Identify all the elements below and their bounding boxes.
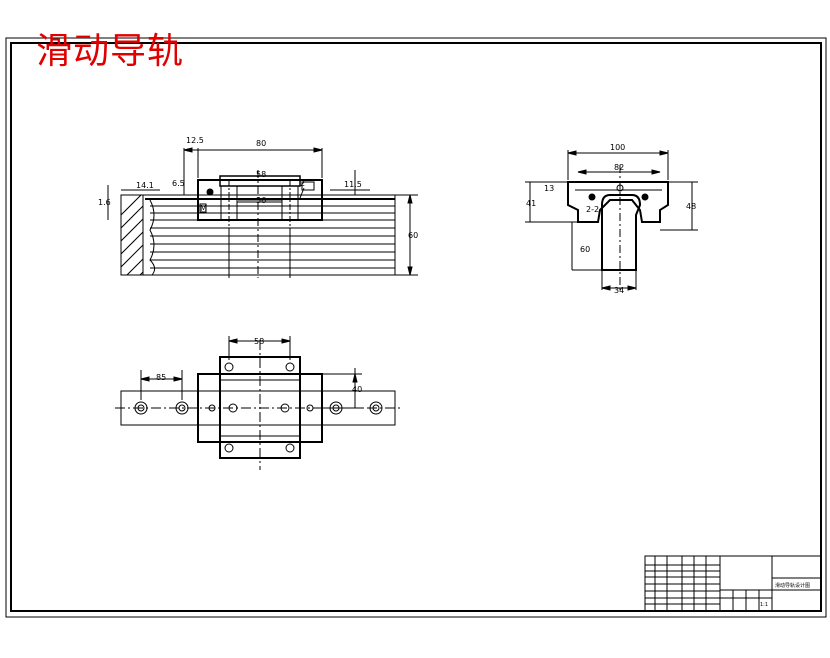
dim-inner: 58 xyxy=(256,170,266,179)
inner-border xyxy=(10,42,822,612)
side-dimension-labels: 100 82 13 41 48 60 34 2-2 xyxy=(526,143,696,295)
drawing-title: 滑动导轨 xyxy=(36,31,185,72)
title-block xyxy=(644,555,822,612)
dim-pitch: 85 xyxy=(156,373,166,382)
front-hatch xyxy=(120,194,156,276)
front-dimension-labels: 12.5 80 58 36 14.1 6.5 2 11.5 1.6 60 M xyxy=(98,136,418,240)
dim-right-small: 2 xyxy=(300,179,305,188)
dim-left-small: 6.5 xyxy=(172,179,185,188)
dim-width: 100 xyxy=(610,143,625,152)
outer-border xyxy=(5,37,827,618)
dim-length: 80 xyxy=(256,139,266,148)
dim-top-height: 13 xyxy=(544,184,554,193)
side-carriage xyxy=(567,181,669,223)
dim-block: 58 xyxy=(254,337,264,346)
scale: 1:1 xyxy=(760,602,768,608)
front-carriage xyxy=(197,179,323,221)
title-block-text: 滑动导轨设计图 1:1 xyxy=(760,582,810,608)
dim-inner-width: 82 xyxy=(614,163,624,172)
dim-top-offset: 12.5 xyxy=(186,136,204,145)
side-rail xyxy=(601,194,642,271)
dim-left-step: 14.1 xyxy=(136,181,154,190)
dim-rail-height: 60 xyxy=(580,245,590,254)
dim-offset: 40 xyxy=(352,385,362,394)
top-view xyxy=(115,336,400,470)
dim-height: 60 xyxy=(408,231,418,240)
top-carriage-holes xyxy=(208,362,314,453)
label-m: M xyxy=(200,204,207,213)
drawing-name: 滑动导轨设计图 xyxy=(775,582,810,589)
side-view xyxy=(525,150,698,291)
dim-right-height: 48 xyxy=(686,202,696,211)
top-dimension-labels: 58 85 40 xyxy=(156,337,362,394)
dim-left-height: 1.6 xyxy=(98,198,111,207)
label-r: 2-2 xyxy=(586,205,599,214)
dim-left-height-side: 41 xyxy=(526,199,536,208)
front-view xyxy=(107,147,418,278)
dim-right-step: 11.5 xyxy=(344,180,362,189)
dim-rail-width: 34 xyxy=(614,286,624,295)
dim-inner-b: 36 xyxy=(256,196,266,205)
